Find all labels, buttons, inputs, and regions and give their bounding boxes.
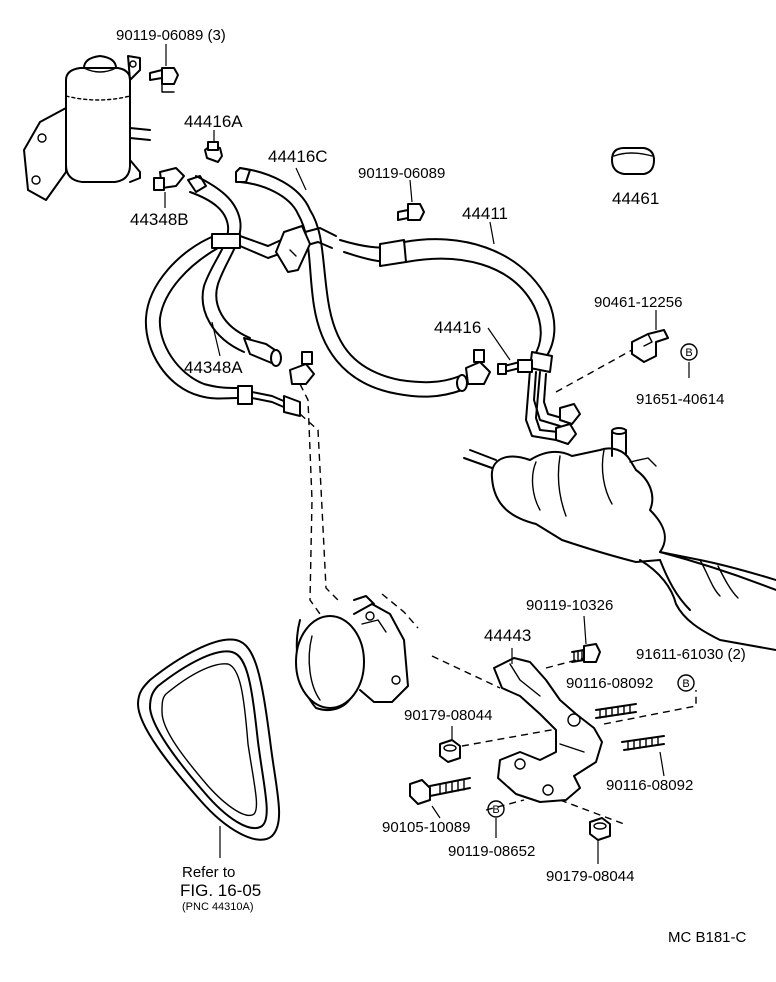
svg-text:B: B xyxy=(682,678,689,690)
nut-90179-08044-b xyxy=(589,817,611,841)
svg-text:B: B xyxy=(685,347,692,359)
label-90119-06089-3: 90119-06089 (3) xyxy=(116,27,226,44)
label-44348B: 44348B xyxy=(130,210,189,229)
cap-44461 xyxy=(611,147,655,175)
label-44416A: 44416A xyxy=(184,112,243,131)
label-91651-40614: 91651-40614 xyxy=(636,391,724,408)
bolt-90119-10326 xyxy=(571,643,601,663)
v-belt xyxy=(137,638,281,841)
bolt-90119-06089-mid xyxy=(397,203,425,221)
clamp-44348B xyxy=(153,167,185,191)
label-90179-08044-b: 90179-08044 xyxy=(546,868,634,885)
label-44348A: 44348A xyxy=(184,358,243,377)
clamp-pump-side xyxy=(289,351,315,385)
nut-90179-08044-a xyxy=(439,739,461,763)
bolt-90119-06089-top xyxy=(149,67,179,93)
refer-to-text: Refer to xyxy=(182,864,235,881)
vane-pump xyxy=(295,595,409,711)
refer-pnc-text: (PNC 44310A) xyxy=(182,901,254,913)
marker-b-1: B xyxy=(680,343,698,361)
bolt-near-44416 xyxy=(497,359,533,375)
stud-90116-08092-a xyxy=(595,703,637,719)
label-44416: 44416 xyxy=(434,318,481,337)
label-90116-08092-b: 90116-08092 xyxy=(606,777,693,794)
clamp-44416A xyxy=(204,141,223,163)
reservoir-bracket xyxy=(23,107,67,201)
label-90119-08652: 90119-08652 xyxy=(448,843,535,860)
bolt-90105-10089 xyxy=(409,777,471,805)
label-90105-10089: 90105-10089 xyxy=(382,819,470,836)
label-44461: 44461 xyxy=(612,189,659,208)
refer-fig-text: FIG. 16-05 xyxy=(180,881,261,900)
svg-text:B: B xyxy=(492,804,499,816)
label-91611-61030-2: 91611-61030 (2) xyxy=(636,646,746,663)
reservoir-tank xyxy=(65,55,151,183)
label-44416C: 44416C xyxy=(268,147,328,166)
hose-44411 xyxy=(144,225,581,445)
hose-44348 xyxy=(187,175,282,367)
bracket-90461-12256 xyxy=(631,329,669,363)
label-90119-06089: 90119-06089 xyxy=(358,165,445,182)
label-90119-10326: 90119-10326 xyxy=(526,597,613,614)
label-90461-12256: 90461-12256 xyxy=(594,294,682,311)
figure-code: MC B181-C xyxy=(668,929,747,946)
label-90116-08092-a: 90116-08092 xyxy=(566,675,653,692)
marker-b-2: B xyxy=(677,674,695,692)
marker-b-3: B xyxy=(487,800,505,818)
steering-gear-housing xyxy=(463,427,776,651)
stud-90116-08092-b xyxy=(621,735,665,751)
label-44443: 44443 xyxy=(484,626,531,645)
hose-44416C xyxy=(235,167,468,398)
label-44411: 44411 xyxy=(462,204,508,223)
clamp-44416 xyxy=(465,349,491,385)
bracket-44443 xyxy=(493,657,603,803)
label-90179-08044-a: 90179-08044 xyxy=(404,707,492,724)
